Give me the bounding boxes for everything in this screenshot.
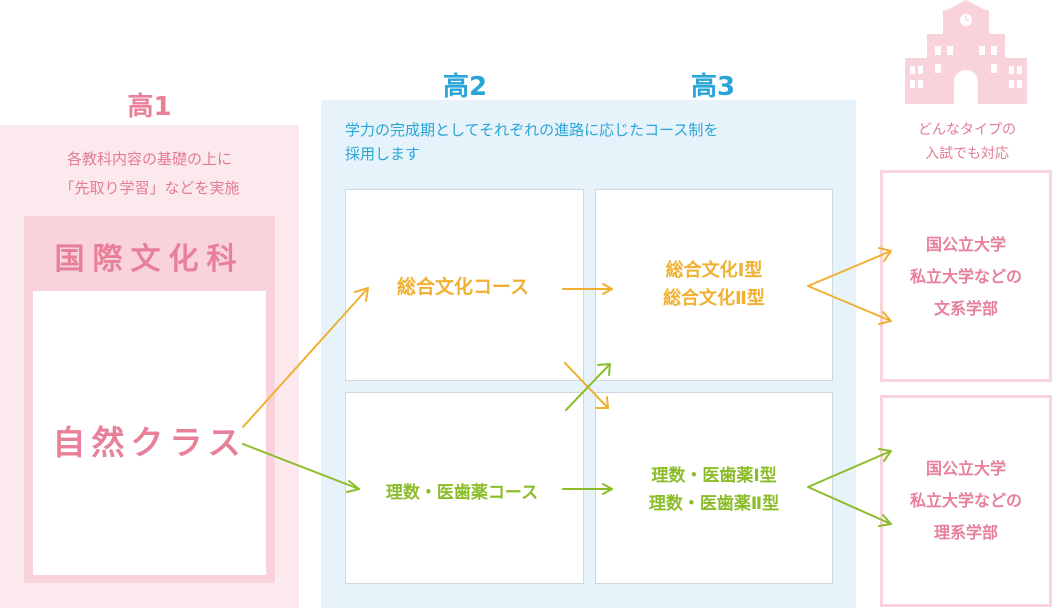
course-rika-label: 理数・医歯薬コース <box>385 483 539 503</box>
grade-label-k2: 高2 <box>442 72 488 102</box>
department-header <box>24 216 275 289</box>
arrowhead <box>602 483 613 495</box>
univ-caption-line: 入試でも対応 <box>925 146 1009 162</box>
department-inner <box>33 291 266 575</box>
arrow-class-to-rika <box>242 443 360 490</box>
arrowhead <box>595 396 609 409</box>
univ-line: 国公立大学 <box>925 235 1006 254</box>
k1-desc-line: 「先取り学習」などを実施 <box>59 179 240 197</box>
univ-line: 私立大学などの <box>909 267 1022 286</box>
type-rika-2: 理数・医歯薬Ⅱ型 <box>648 494 780 514</box>
univ-rika-text: 国公立大学 私立大学などの 理系学部 <box>880 453 1052 549</box>
arrow-bunka-type-to-univ <box>807 250 892 322</box>
univ-bunka-text: 国公立大学 私立大学などの 文系学部 <box>880 229 1052 325</box>
arrowhead <box>878 514 892 527</box>
arrowhead <box>602 283 613 295</box>
arrowhead <box>878 448 892 462</box>
type-bunka-2: 総合文化Ⅱ型 <box>663 288 765 309</box>
k1-description: 各教科内容の基礎の上に 「先取り学習」などを実施 <box>0 145 299 203</box>
univ-box-bunka <box>880 170 1052 382</box>
arrowhead <box>346 480 360 493</box>
univ-line: 理系学部 <box>933 523 998 542</box>
type-rika-1: 理数・医歯薬Ⅰ型 <box>651 466 777 486</box>
arrow-rika-to-bunka-cross <box>565 363 611 411</box>
arrowhead <box>354 287 369 302</box>
grade-label-k1: 高1 <box>127 92 172 122</box>
arrowhead <box>597 363 611 376</box>
univ-line: 私立大学などの <box>909 491 1022 510</box>
arrowhead <box>878 311 892 325</box>
arrow-bunka-to-rika-cross <box>564 362 609 409</box>
grade-label-k3: 高3 <box>690 72 736 102</box>
univ-line: 国公立大学 <box>925 459 1006 478</box>
class-name: 自然クラス <box>52 423 247 462</box>
course-bunka-label: 総合文化コース <box>396 276 530 298</box>
course-box-rika <box>345 392 584 584</box>
department-title: 国際文化科 <box>54 242 245 277</box>
university-building-icon <box>905 0 1027 104</box>
type-box-bunka <box>595 189 833 381</box>
course-box-bunka <box>345 189 584 381</box>
univ-caption-line: どんなタイプの <box>918 122 1016 138</box>
k23-desc-line: 学力の完成期としてそれぞれの進路に応じたコース制を <box>345 121 719 139</box>
arrow-class-to-bunka <box>242 287 369 428</box>
type-bunka-1: 総合文化Ⅰ型 <box>665 260 763 281</box>
univ-box-rika <box>880 395 1052 607</box>
univ-caption: どんなタイプの 入試でも対応 <box>880 118 1054 166</box>
type-bunka-label: 総合文化Ⅰ型 総合文化Ⅱ型 <box>598 257 830 313</box>
arrowhead <box>878 247 892 262</box>
k1-desc-line: 各教科内容の基礎の上に <box>66 150 232 168</box>
k23-description: 学力の完成期としてそれぞれの進路に応じたコース制を 採用します <box>345 118 835 166</box>
type-rika-label: 理数・医歯薬Ⅰ型 理数・医歯薬Ⅱ型 <box>598 462 830 518</box>
k23-desc-line: 採用します <box>345 145 421 163</box>
arrow-rika-type-to-univ <box>807 450 892 525</box>
univ-line: 文系学部 <box>933 299 998 318</box>
type-box-rika <box>595 392 833 584</box>
